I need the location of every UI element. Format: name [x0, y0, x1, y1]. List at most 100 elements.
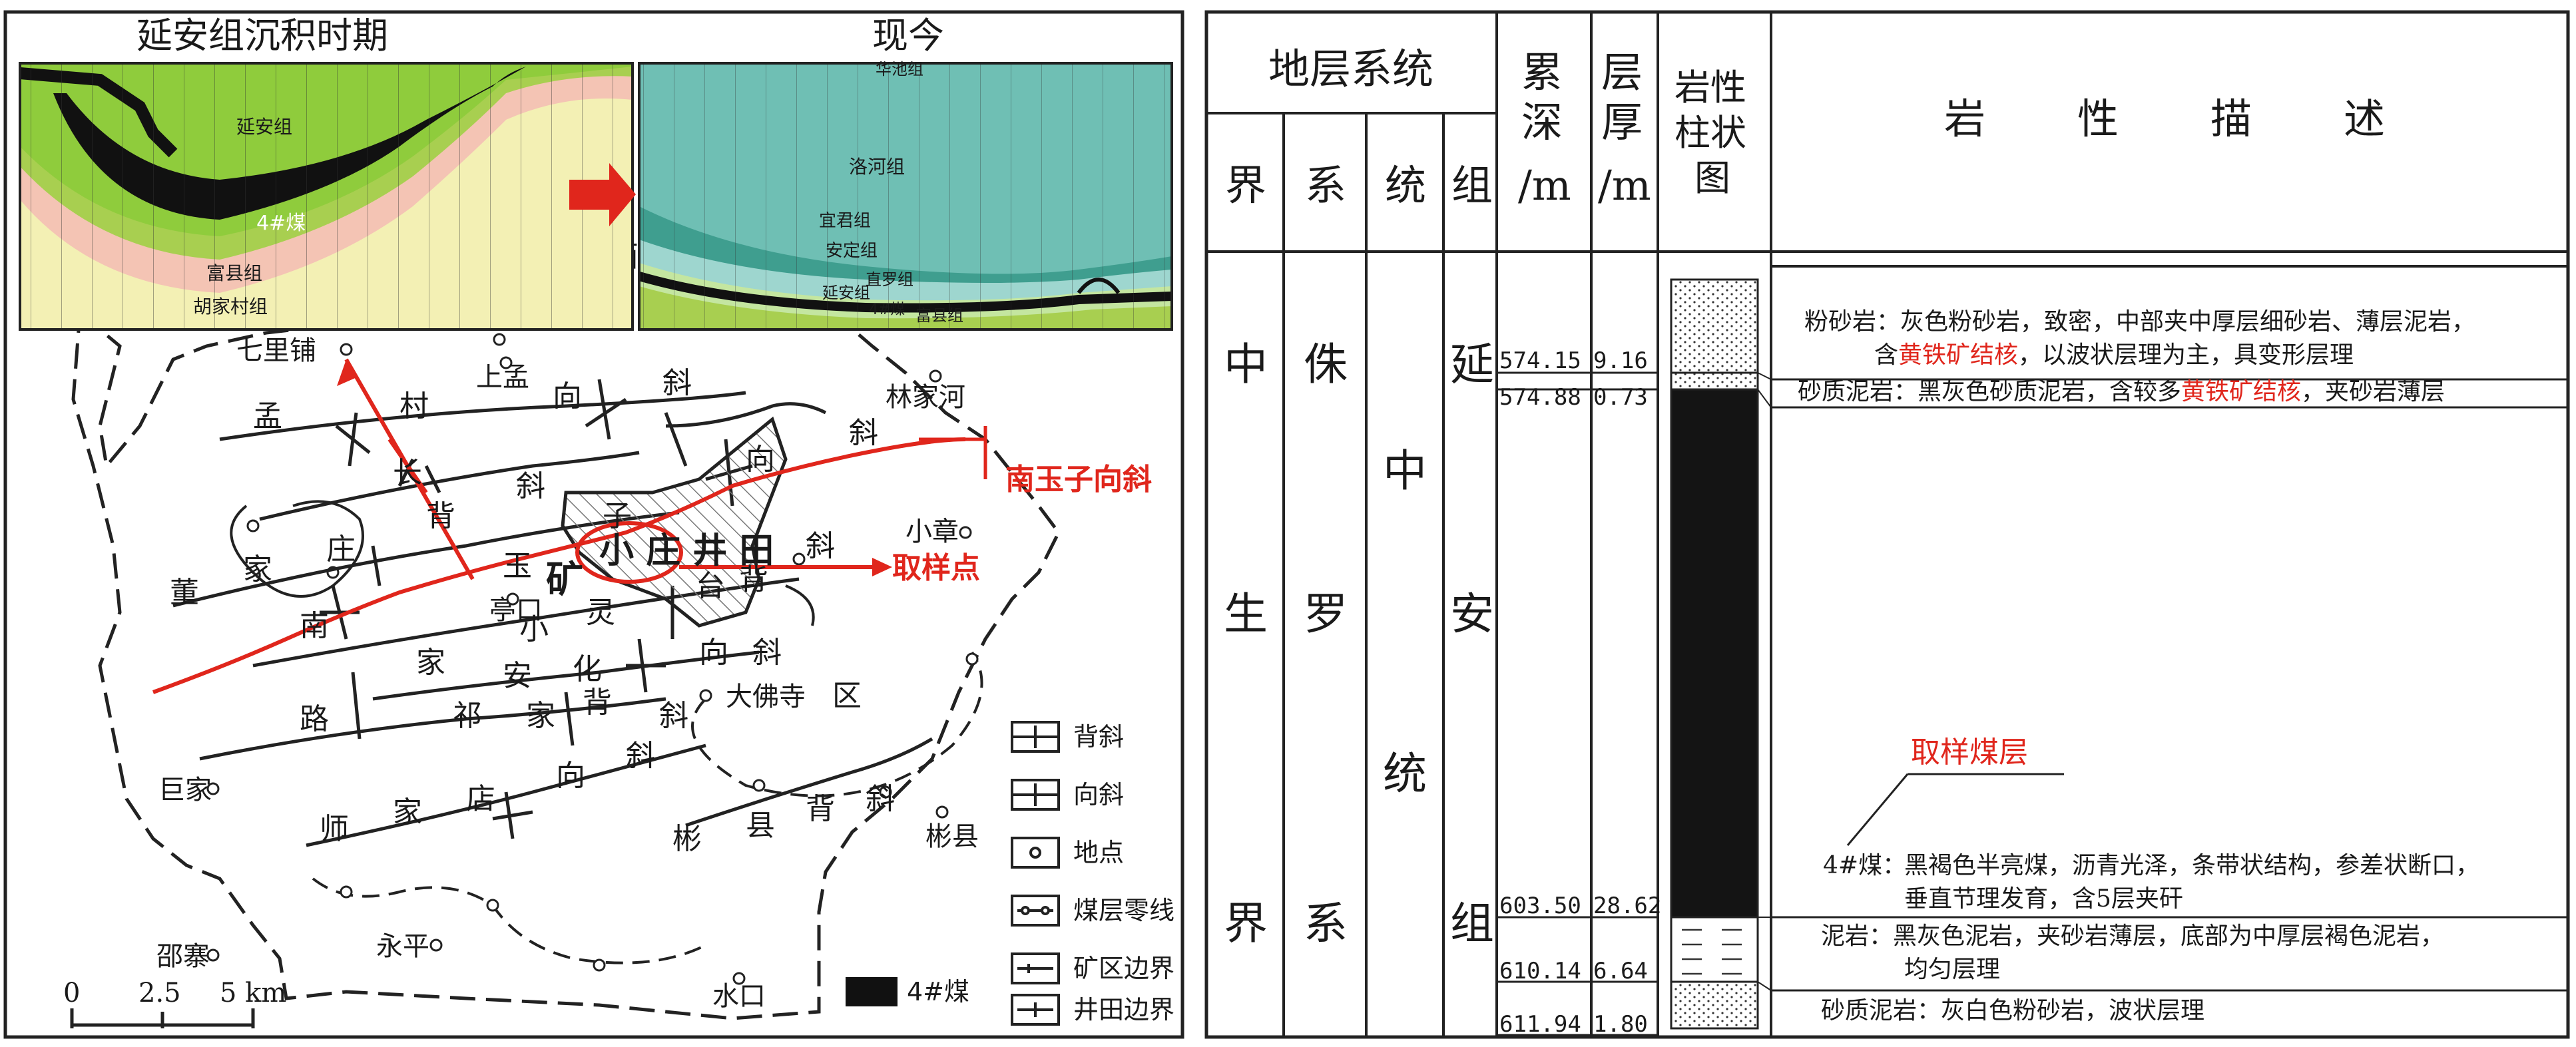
fold-label: 斜	[806, 529, 835, 563]
header-desc-4: 述	[2344, 95, 2385, 143]
legend-minefield-boundary: 井田边界	[1073, 995, 1174, 1024]
inset-left-title: 延安组沉积时期	[136, 15, 388, 57]
period-1: 侏	[1304, 339, 1348, 390]
place-qilipu: 七里铺	[236, 335, 316, 366]
legend-coal: 4#煤	[907, 977, 969, 1006]
scale-0: 0	[63, 978, 80, 1008]
inset-label: 华池组	[876, 60, 923, 79]
formation-1: 延	[1450, 339, 1494, 390]
fold-label: 向	[553, 379, 582, 413]
depth-value: 611.94	[1499, 1011, 1581, 1038]
header-tong: 统	[1385, 161, 1426, 210]
scale-bar: 0 2.5 5 km	[63, 978, 286, 1028]
place-jujia: 巨家	[158, 775, 212, 805]
minefield-label: 小 庄 井 田	[599, 531, 774, 571]
column-panel: 地层系统 界 系 统 组 累 深 /m 层 厚 /m 岩性 柱状 图 岩 性 描…	[1204, 10, 2570, 1039]
desc-row3-line1: 黑褐色半亮煤，沥青光泽，条带状结构，参差状断口，	[1904, 852, 2479, 879]
fold-label: 斜	[849, 416, 878, 450]
fold-label: 孟	[253, 399, 282, 433]
inset-label: 安定组	[826, 241, 878, 261]
fold-label: 斜	[662, 366, 692, 400]
inset-label: 胡家村组	[193, 296, 268, 317]
nanyuzi-syncline-line	[152, 437, 966, 694]
fold-label: 向	[746, 443, 775, 477]
fold-label: 祁	[453, 699, 482, 733]
fold-label: 村	[399, 389, 429, 423]
thick-value: 0.73	[1593, 384, 1648, 411]
kuang-label: 矿	[546, 558, 583, 602]
era-2: 生	[1224, 588, 1268, 640]
sample-point-annotation: 取样点	[892, 551, 980, 585]
header-thick-3: /m	[1598, 161, 1651, 210]
header-desc-3: 描	[2210, 95, 2252, 143]
fold-label: 家	[526, 699, 555, 733]
inset-label: 直罗组	[866, 270, 913, 289]
header-desc-2: 性	[2077, 95, 2119, 143]
depth-value: 610.14	[1499, 958, 1581, 984]
place-xiaozhang: 小章	[905, 517, 959, 547]
header-depth-3: /m	[1518, 161, 1571, 210]
sample-seam-label: 取样煤层	[1911, 735, 2028, 769]
fold-label: 子	[603, 499, 632, 533]
inset-label: 富县组	[206, 262, 262, 284]
inset-right-title: 现今	[872, 15, 944, 57]
place-binxian: 彬县	[925, 821, 979, 852]
fold-label: 董	[170, 576, 199, 610]
place-linjiahe: 林家河	[886, 382, 965, 413]
fold-label: 庄	[326, 532, 356, 566]
thick-value: 9.16	[1593, 347, 1648, 374]
place-shuikou: 水口	[712, 981, 766, 1012]
fold-label: 化	[573, 652, 602, 686]
inset-deposition: 延安组 4#煤 富县组 胡家村组	[19, 62, 634, 331]
desc-row1-line2: 含黄铁矿结核，以波状层理为主，具变形层理	[1874, 341, 2354, 369]
map-panel: 七里铺 上孟 林家河 小章 亭口 大佛寺 巨家 彬县 永平 邵寨 水口 孟 村 …	[3, 10, 1184, 1039]
fold-label: 斜	[516, 469, 545, 503]
desc-row4-line1: 泥岩：黑灰色泥岩，夹砂岩薄层，底部为中厚层褐色泥岩，	[1821, 923, 2444, 950]
fold-label: 背	[426, 499, 455, 533]
desc-row3-line2: 垂直节理发育，含5层夹矸	[1904, 885, 2183, 913]
legend-coal-zero-line: 煤层零线	[1073, 896, 1174, 925]
fold-label: 长	[393, 456, 422, 490]
inset-label: 洛河组	[849, 156, 905, 178]
fold-label: 背	[739, 562, 768, 596]
fold-label: 安	[503, 659, 532, 693]
header-thick-1: 层	[1601, 48, 1643, 97]
header-zu: 组	[1451, 161, 1493, 210]
header-xi: 系	[1305, 161, 1346, 210]
fold-label: 斜	[659, 699, 688, 733]
header-litho-1: 岩性	[1674, 67, 1746, 108]
fold-label: 灵	[586, 596, 615, 630]
desc-row4-line2: 均匀层理	[1904, 956, 2000, 983]
period-2: 罗	[1304, 588, 1348, 640]
legend-place: 地点	[1073, 838, 1124, 867]
fold-label: 县	[746, 809, 775, 843]
header-depth-2: 深	[1521, 98, 1563, 146]
inset-label: 延安组	[822, 284, 870, 302]
thick-value: 6.64	[1593, 958, 1648, 984]
header-depth-1: 累	[1521, 48, 1563, 97]
fold-label: 师	[320, 812, 349, 846]
inset-label: 4#煤	[256, 212, 306, 235]
fold-label: 家	[393, 795, 422, 829]
map-legend: 背斜 向斜 地点 煤层零线 矿区边界 井田边界 4#煤	[846, 721, 1174, 1026]
header-system: 地层系统	[1268, 45, 1433, 93]
epoch-2: 统	[1383, 748, 1427, 799]
depth-value: 603.50	[1499, 893, 1581, 919]
header-jie: 界	[1225, 161, 1266, 210]
fold-label: 玉	[503, 549, 532, 583]
xiaozhuang-minefield	[561, 416, 788, 628]
place-yongping: 永平	[376, 931, 429, 962]
fold-label: 路	[300, 702, 329, 736]
inset-label: 富县组	[915, 306, 963, 325]
desc-row5-line1: 砂质泥岩：灰白色粉砂岩，波状层理	[1821, 997, 2204, 1024]
legend-anticline: 背斜	[1073, 722, 1124, 751]
fold-label: 家	[243, 552, 272, 586]
fold-label: 家	[416, 646, 445, 680]
time-arrow	[569, 163, 636, 226]
inset-label: 4#煤	[869, 302, 905, 318]
fold-label: 向	[556, 759, 585, 793]
fold-label: 彬	[672, 822, 702, 856]
desc-row2-line1: 砂质泥岩：黑灰色砂质泥岩，含较多黄铁矿结核，夹砂岩薄层	[1798, 378, 2445, 405]
thick-value: 28.62	[1593, 893, 1661, 919]
epoch-1: 中	[1383, 445, 1427, 497]
